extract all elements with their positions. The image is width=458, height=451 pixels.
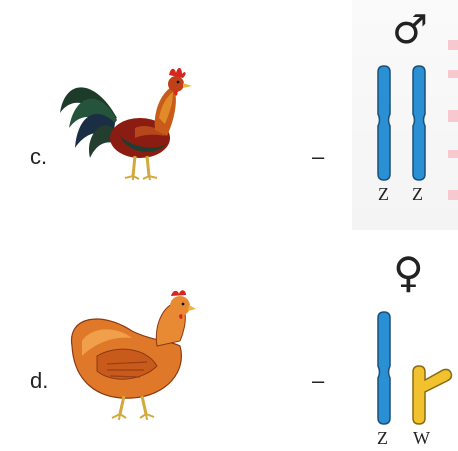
item-label-c: c. [30,144,48,169]
rooster-illustration [60,67,192,181]
item-dash-c: – [312,144,325,169]
chromosome-label: Z [377,428,389,448]
chromosome-label: Z [412,184,424,204]
chromosome-pair-zz [377,65,426,181]
chromosome-pair-zw [377,311,453,425]
female-symbol-icon: ♀ [393,248,424,297]
background-panel [352,0,458,230]
item-dash-d: – [312,368,325,393]
chromosome-label: W [413,428,431,448]
w-chromosome [412,365,453,425]
item-label-d: d. [30,368,49,393]
z-chromosome [377,65,391,181]
chromosome-label: Z [378,184,390,204]
z-chromosome [412,65,426,181]
male-symbol-icon: ♂ [392,7,428,53]
z-chromosome [377,311,391,425]
hen-illustration [70,290,196,421]
